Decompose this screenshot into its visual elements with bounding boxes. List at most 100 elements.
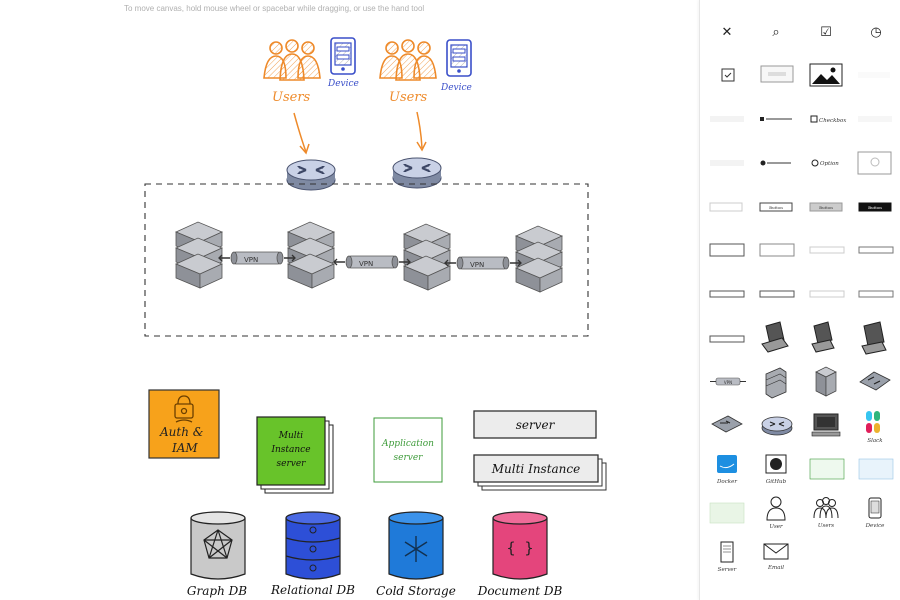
canvas-hint: To move canvas, hold mouse wheel or spac… (124, 4, 425, 13)
library-grid[interactable]: Checkbox Option Button Button Button VPN (700, 0, 900, 600)
library-item[interactable] (759, 243, 795, 257)
server-stack-icon[interactable] (287, 221, 335, 289)
db-label: Relational DB (270, 583, 355, 597)
checkbox-label: Checkbox (819, 118, 847, 124)
vpn-icon[interactable]: VPN (710, 377, 746, 386)
library-item[interactable] (858, 72, 890, 78)
auth-label-line1: Auth & (159, 425, 204, 439)
button-icon[interactable]: Button (858, 202, 892, 212)
server-icon[interactable] (815, 366, 837, 397)
library-item[interactable] (858, 116, 892, 122)
server-tower-icon[interactable]: Server (718, 541, 737, 573)
mis-line1: Multi (278, 431, 304, 441)
users-icon[interactable] (379, 39, 437, 81)
library-item[interactable] (858, 290, 894, 298)
button-label: Button (868, 205, 882, 210)
cold-storage-icon[interactable] (388, 511, 444, 580)
slack-icon[interactable]: Slack (866, 411, 883, 444)
option-icon[interactable]: Option (811, 159, 839, 167)
mis-line2: Instance (270, 445, 310, 455)
router-icon[interactable] (285, 158, 337, 192)
server-label: server (516, 418, 556, 432)
button-icon[interactable]: Button (809, 202, 843, 212)
switch-icon[interactable] (859, 371, 891, 391)
app-server-line2: server (394, 453, 424, 463)
multi-instance-server-box[interactable] (256, 416, 326, 486)
server-stack-icon[interactable] (515, 225, 563, 293)
library-item[interactable] (759, 290, 795, 298)
user-icon[interactable]: User (766, 496, 786, 530)
button-icon[interactable]: Button (759, 202, 793, 212)
search-icon[interactable]: ⌕ (772, 24, 780, 40)
vpn-label: VPN (470, 261, 484, 269)
multi-instance-box[interactable] (473, 454, 599, 483)
arrow[interactable] (416, 111, 423, 149)
button-label: Button (819, 205, 833, 210)
router-lib-icon[interactable] (711, 415, 743, 433)
library-item[interactable] (760, 160, 792, 166)
router-round-icon[interactable] (761, 416, 793, 436)
application-server-box[interactable] (373, 417, 443, 483)
slack-label: Slack (867, 438, 883, 444)
server-stack-icon[interactable] (175, 221, 223, 289)
library-item[interactable] (760, 65, 794, 83)
vpn-label: VPN (244, 256, 258, 264)
close-icon[interactable]: ✕ (721, 24, 733, 40)
library-item[interactable] (710, 116, 744, 122)
checkbox-icon[interactable]: Checkbox (810, 115, 847, 124)
docker-icon[interactable]: Docker (716, 455, 737, 485)
device-icon[interactable] (446, 39, 472, 77)
github-label: GitHub (766, 479, 787, 485)
server-stack-icon[interactable] (403, 223, 451, 291)
user-label: User (769, 524, 783, 530)
device-icon[interactable] (330, 37, 356, 75)
library-item[interactable] (710, 160, 744, 166)
email-icon[interactable]: Email (763, 543, 789, 571)
library-item[interactable] (709, 243, 745, 257)
computer-icon[interactable] (811, 321, 835, 353)
firewall-icon[interactable] (765, 367, 787, 399)
device-label: Device (440, 83, 472, 93)
library-item[interactable] (709, 202, 743, 212)
server-lib-label: Server (718, 567, 737, 573)
vpn-lib-label: VPN (724, 380, 732, 385)
users-icon[interactable] (263, 39, 321, 81)
graph-db-icon[interactable] (190, 511, 246, 580)
relational-db-icon[interactable] (285, 511, 341, 580)
library-item[interactable] (760, 117, 792, 121)
computer-icon[interactable] (861, 321, 887, 355)
library-item[interactable] (709, 335, 745, 343)
checklist-icon[interactable]: ☑ (820, 24, 832, 40)
library-item[interactable] (809, 246, 845, 254)
image-placeholder-icon[interactable] (809, 63, 843, 87)
library-item[interactable] (857, 151, 892, 175)
library-item[interactable] (809, 290, 845, 298)
published-icon[interactable]: ◷ (870, 24, 882, 40)
document-db-icon[interactable]: { } (492, 511, 548, 580)
network-boundary[interactable] (144, 183, 589, 337)
library-item[interactable] (721, 68, 735, 82)
mis-line3: server (277, 459, 307, 469)
users-lib-icon[interactable]: Users (813, 497, 839, 530)
server-box[interactable] (473, 410, 597, 439)
library-item[interactable] (709, 290, 745, 298)
github-icon[interactable]: GitHub (765, 454, 787, 485)
device-lib-icon[interactable]: Device (865, 497, 886, 529)
monitor-icon[interactable] (811, 413, 841, 437)
auth-iam-box[interactable] (148, 389, 220, 459)
diagram-svg: Users Users Device Device VPN VPN VPN (144, 37, 607, 598)
vpn-label: VPN (359, 260, 373, 268)
library-item[interactable] (858, 458, 894, 480)
users-label: Users (272, 90, 311, 105)
document-db-glyph: { } (506, 539, 533, 557)
arrow[interactable] (293, 112, 307, 153)
library-item[interactable] (858, 246, 894, 254)
device-lib-label: Device (865, 523, 886, 529)
users-lib-label: Users (818, 523, 834, 529)
library-item[interactable] (809, 458, 845, 480)
email-label: Email (767, 565, 784, 571)
users-label: Users (389, 90, 428, 105)
computer-icon[interactable] (761, 321, 789, 353)
library-item[interactable] (709, 502, 745, 524)
